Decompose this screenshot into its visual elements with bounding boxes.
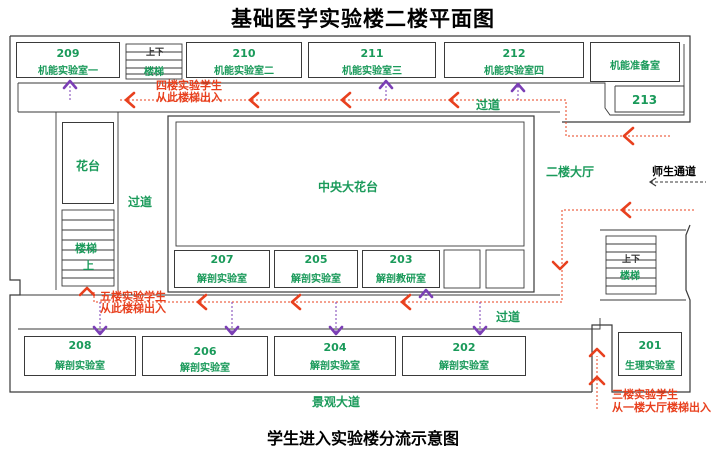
room-210: 210 机能实验室二 bbox=[186, 42, 302, 78]
central-garden-outer bbox=[167, 115, 535, 293]
note-fourth-floor-line2: 从此楼梯出入 bbox=[156, 91, 222, 104]
room-213-frame bbox=[614, 85, 685, 113]
landscape-road-label: 景观大道 bbox=[312, 395, 361, 409]
arrow-down-icon bbox=[328, 325, 344, 336]
room-name: 生理实验室 bbox=[625, 361, 675, 372]
arrow-left-icon bbox=[340, 91, 352, 109]
arrow-left-icon bbox=[400, 293, 412, 311]
stairs-top-lines bbox=[125, 43, 183, 80]
flower-bed-label: 花台 bbox=[75, 159, 100, 173]
arrow-up-icon bbox=[588, 375, 606, 386]
arrow-left-icon bbox=[124, 91, 136, 109]
staff-passage-label: 师生通道 bbox=[652, 165, 696, 178]
room-number: 201 bbox=[638, 339, 662, 352]
room-number: 210 bbox=[232, 47, 256, 60]
arrow-left-icon bbox=[248, 91, 260, 109]
stairs-right-label-2: 楼梯 bbox=[620, 271, 640, 282]
room-number: 203 bbox=[389, 253, 413, 266]
room-name: 机能实验室二 bbox=[214, 66, 274, 77]
building-outline bbox=[9, 35, 691, 393]
small-room-a bbox=[443, 249, 481, 289]
purple-arrows bbox=[62, 79, 526, 336]
room-name: 解剖实验室 bbox=[439, 361, 489, 372]
stairs-right-label-1: 上下 bbox=[622, 255, 641, 265]
corridor-left-label: 过道 bbox=[128, 195, 153, 209]
stairs-top-label-1: 上下 bbox=[146, 48, 165, 58]
orange-flow-lines bbox=[93, 99, 694, 409]
room-name: 机能实验室三 bbox=[342, 66, 402, 77]
arrow-up-icon bbox=[62, 79, 78, 90]
room-207: 207 解剖实验室 bbox=[174, 250, 270, 288]
staff-passage-legend bbox=[648, 177, 706, 187]
room-number: 206 bbox=[193, 345, 217, 358]
room-number: 202 bbox=[452, 341, 476, 354]
purple-flow-lines bbox=[69, 86, 519, 334]
room-209: 209 机能实验室一 bbox=[16, 42, 120, 78]
stairs-left-label-2: 上 bbox=[83, 259, 94, 272]
corridor-bottom-label: 过道 bbox=[496, 310, 521, 324]
arrow-down-icon bbox=[224, 325, 240, 336]
room-205: 205 解剖实验室 bbox=[274, 250, 358, 288]
small-room-b bbox=[485, 249, 525, 289]
arrow-left-icon bbox=[290, 293, 302, 311]
central-garden-label: 中央大花台 bbox=[318, 180, 379, 194]
room-number: 212 bbox=[502, 47, 526, 60]
room-name: 解剖实验室 bbox=[180, 363, 230, 374]
arrow-left-icon bbox=[622, 126, 635, 146]
arrow-left-icon bbox=[448, 91, 460, 109]
room-208: 208 解剖实验室 bbox=[24, 336, 136, 376]
room-name: 解剖实验室 bbox=[55, 361, 105, 372]
arrow-up-icon bbox=[510, 82, 526, 93]
room-name: 解剖实验室 bbox=[291, 274, 341, 285]
stairs-left-label-1: 楼梯 bbox=[75, 242, 97, 255]
room-202: 202 解剖实验室 bbox=[402, 336, 526, 376]
note-third-floor-line2: 从一楼大厅楼梯出入 bbox=[612, 401, 711, 414]
page-subtitle: 学生进入实验楼分流示意图 bbox=[266, 429, 459, 448]
stairs-right-lines bbox=[605, 235, 657, 295]
orange-arrows bbox=[78, 91, 635, 386]
page-title: 基础医学实验楼二楼平面图 bbox=[231, 7, 495, 31]
room-201: 201 生理实验室 bbox=[618, 332, 682, 376]
room-212: 212 机能实验室四 bbox=[444, 42, 584, 78]
arrow-left-icon bbox=[196, 293, 208, 311]
room-name: 解剖教研室 bbox=[376, 274, 426, 285]
note-fifth-floor-line1: 五楼实验学生 bbox=[100, 290, 166, 303]
note-third-floor-line1: 三楼实验学生 bbox=[612, 388, 678, 401]
stairs-left-lines bbox=[61, 209, 115, 287]
room-name: 机能实验室一 bbox=[38, 66, 98, 77]
note-fourth-floor-line1: 四楼实验学生 bbox=[156, 79, 222, 92]
room-name: 解剖实验室 bbox=[197, 274, 247, 285]
room-number: 205 bbox=[304, 253, 328, 266]
corridor-top-label: 过道 bbox=[476, 98, 501, 112]
arrow-down-icon bbox=[472, 325, 488, 336]
hall-label: 二楼大厅 bbox=[546, 165, 595, 179]
room-206: 206 解剖实验室 bbox=[142, 336, 268, 376]
note-fifth-floor-line2: 从此楼梯出入 bbox=[100, 302, 166, 315]
central-garden-inner bbox=[175, 121, 525, 247]
room-number: 211 bbox=[360, 47, 384, 60]
arrow-up-icon bbox=[378, 79, 394, 90]
room-name: 机能准备室 bbox=[610, 61, 660, 72]
room-204: 204 解剖实验室 bbox=[274, 336, 396, 376]
arrow-down-icon bbox=[92, 325, 108, 336]
arrow-left-icon bbox=[620, 201, 632, 219]
arrow-up-icon bbox=[78, 286, 96, 297]
arrow-up-icon bbox=[418, 288, 434, 299]
room-203: 203 解剖教研室 bbox=[362, 250, 440, 288]
room-number: 209 bbox=[56, 47, 80, 60]
stairs-top-label-2: 楼梯 bbox=[144, 67, 164, 78]
room-213-number: 213 bbox=[632, 93, 658, 107]
room-name: 机能实验室四 bbox=[484, 66, 544, 77]
room-number: 204 bbox=[323, 341, 347, 354]
arrow-up-icon bbox=[588, 347, 606, 358]
room-prep: 机能准备室 bbox=[590, 42, 680, 82]
room-number: 207 bbox=[210, 253, 234, 266]
flower-bed: 花台 bbox=[62, 122, 114, 204]
room-211: 211 机能实验室三 bbox=[308, 42, 436, 78]
room-name: 解剖实验室 bbox=[310, 361, 360, 372]
arrow-down-icon bbox=[551, 260, 569, 271]
room-number: 208 bbox=[68, 339, 92, 352]
